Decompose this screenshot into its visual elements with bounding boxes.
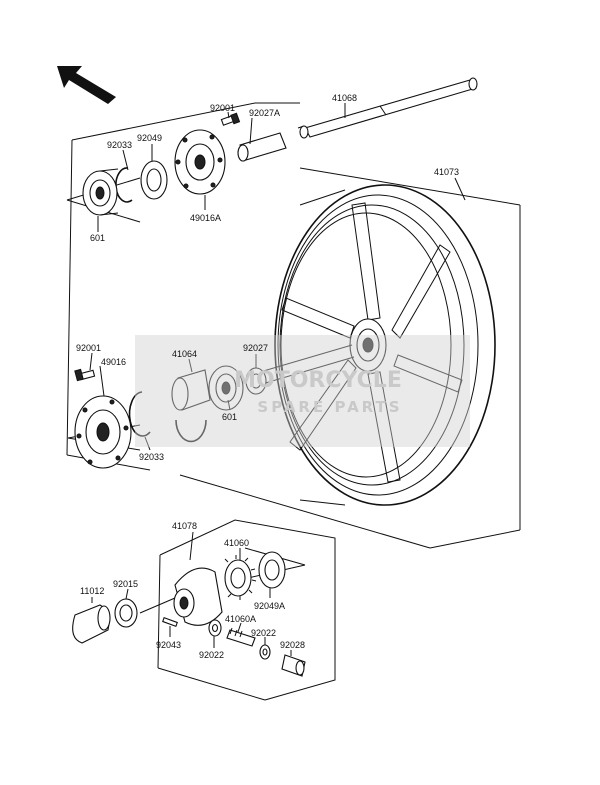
label-41064: 41064 bbox=[172, 349, 197, 359]
label-601-top: 601 bbox=[90, 233, 105, 243]
label-49016: 49016 bbox=[101, 357, 126, 367]
bearing-601-top bbox=[82, 168, 119, 216]
label-41078: 41078 bbox=[172, 521, 197, 531]
front-direction-arrow-icon bbox=[57, 66, 116, 104]
part-labels: 92001 92027A 41068 92033 92049 41073 490… bbox=[76, 93, 459, 660]
label-92049A: 92049A bbox=[254, 601, 285, 611]
label-41060: 41060 bbox=[224, 538, 249, 548]
label-92028: 92028 bbox=[280, 640, 305, 650]
label-92022-a: 92022 bbox=[251, 628, 276, 638]
label-92001-mid: 92001 bbox=[76, 343, 101, 353]
label-49016A: 49016A bbox=[190, 213, 221, 223]
oil-seal-92015 bbox=[114, 598, 138, 628]
oil-seal-92049 bbox=[140, 160, 168, 200]
washer-92022-a bbox=[208, 619, 222, 637]
label-601-mid: 601 bbox=[222, 412, 237, 422]
disc-hub-49016 bbox=[74, 395, 132, 469]
top-group-bracket bbox=[66, 102, 521, 549]
spacer-41064 bbox=[171, 369, 211, 443]
pin-92043 bbox=[162, 617, 178, 627]
washer-92022-b bbox=[259, 644, 271, 660]
label-41073: 41073 bbox=[434, 167, 459, 177]
watermark-line2: SPARE PARTS bbox=[257, 398, 402, 416]
label-92022-b: 92022 bbox=[199, 650, 224, 660]
leader-lines bbox=[89, 103, 466, 656]
watermark-line1: MOTORCYCLE bbox=[234, 368, 402, 393]
bearing-601-mid bbox=[208, 365, 244, 411]
cast-wheel-41073 bbox=[259, 184, 496, 506]
label-41060A: 41060A bbox=[225, 614, 256, 624]
watermark: MOTORCYCLE SPARE PARTS bbox=[135, 335, 470, 447]
label-41068: 41068 bbox=[332, 93, 357, 103]
bolt-92001-top bbox=[220, 112, 241, 126]
axle-41068 bbox=[297, 77, 478, 139]
collar-92027A bbox=[237, 132, 287, 162]
oil-seal-92049A bbox=[258, 551, 286, 589]
disc-hub-49016A bbox=[174, 129, 226, 195]
speedometer-group-bracket bbox=[139, 519, 336, 701]
bushing-92028 bbox=[281, 654, 306, 677]
cap-11012 bbox=[72, 604, 111, 644]
drive-gear-41060 bbox=[224, 555, 257, 600]
pinion-41060A bbox=[226, 627, 256, 647]
speedometer-housing-41078 bbox=[173, 567, 223, 626]
label-11012: 11012 bbox=[80, 586, 104, 596]
bolt-92001-mid bbox=[74, 368, 96, 382]
label-92033-mid: 92033 bbox=[139, 452, 164, 462]
label-92049: 92049 bbox=[137, 133, 162, 143]
label-92043: 92043 bbox=[156, 640, 181, 650]
label-92001-top: 92001 bbox=[210, 103, 235, 113]
label-92033-top: 92033 bbox=[107, 140, 132, 150]
label-92015: 92015 bbox=[113, 579, 138, 589]
label-92027A: 92027A bbox=[249, 108, 280, 118]
label-92027: 92027 bbox=[243, 343, 268, 353]
collar-92027 bbox=[245, 367, 267, 395]
